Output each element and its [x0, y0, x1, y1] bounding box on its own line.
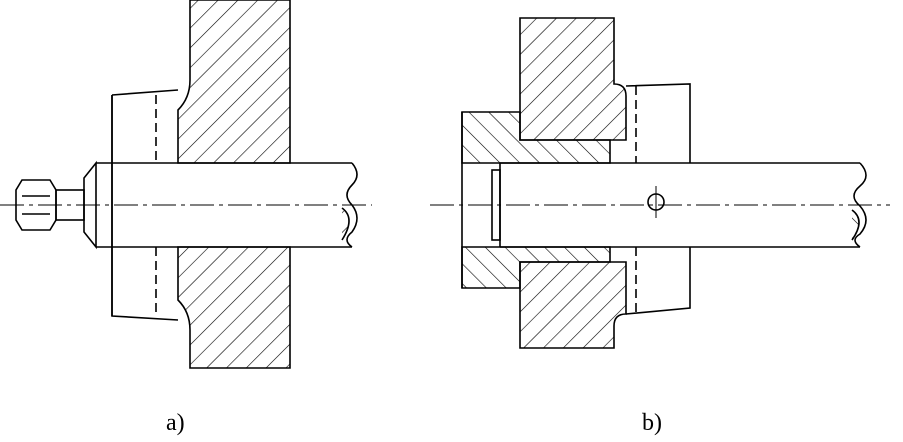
view-b — [430, 17, 890, 349]
wall-b-upper — [519, 17, 627, 141]
bush-b — [625, 83, 691, 315]
wall-a-upper — [177, 0, 291, 164]
shaft-a-break — [346, 162, 358, 248]
hex-nut-a — [15, 179, 57, 231]
shaft-a — [83, 160, 352, 250]
shaft-b-break — [853, 162, 867, 248]
caption-b: b) — [642, 410, 662, 436]
cap-b-upper — [461, 111, 611, 164]
shaft-b-break-hatch — [851, 209, 860, 241]
wall-a-lower — [177, 246, 291, 369]
caption-a: a) — [166, 410, 185, 436]
view-a — [0, 0, 372, 369]
wall-b-lower — [519, 261, 627, 349]
shaft-a-break-hatch — [341, 207, 350, 241]
